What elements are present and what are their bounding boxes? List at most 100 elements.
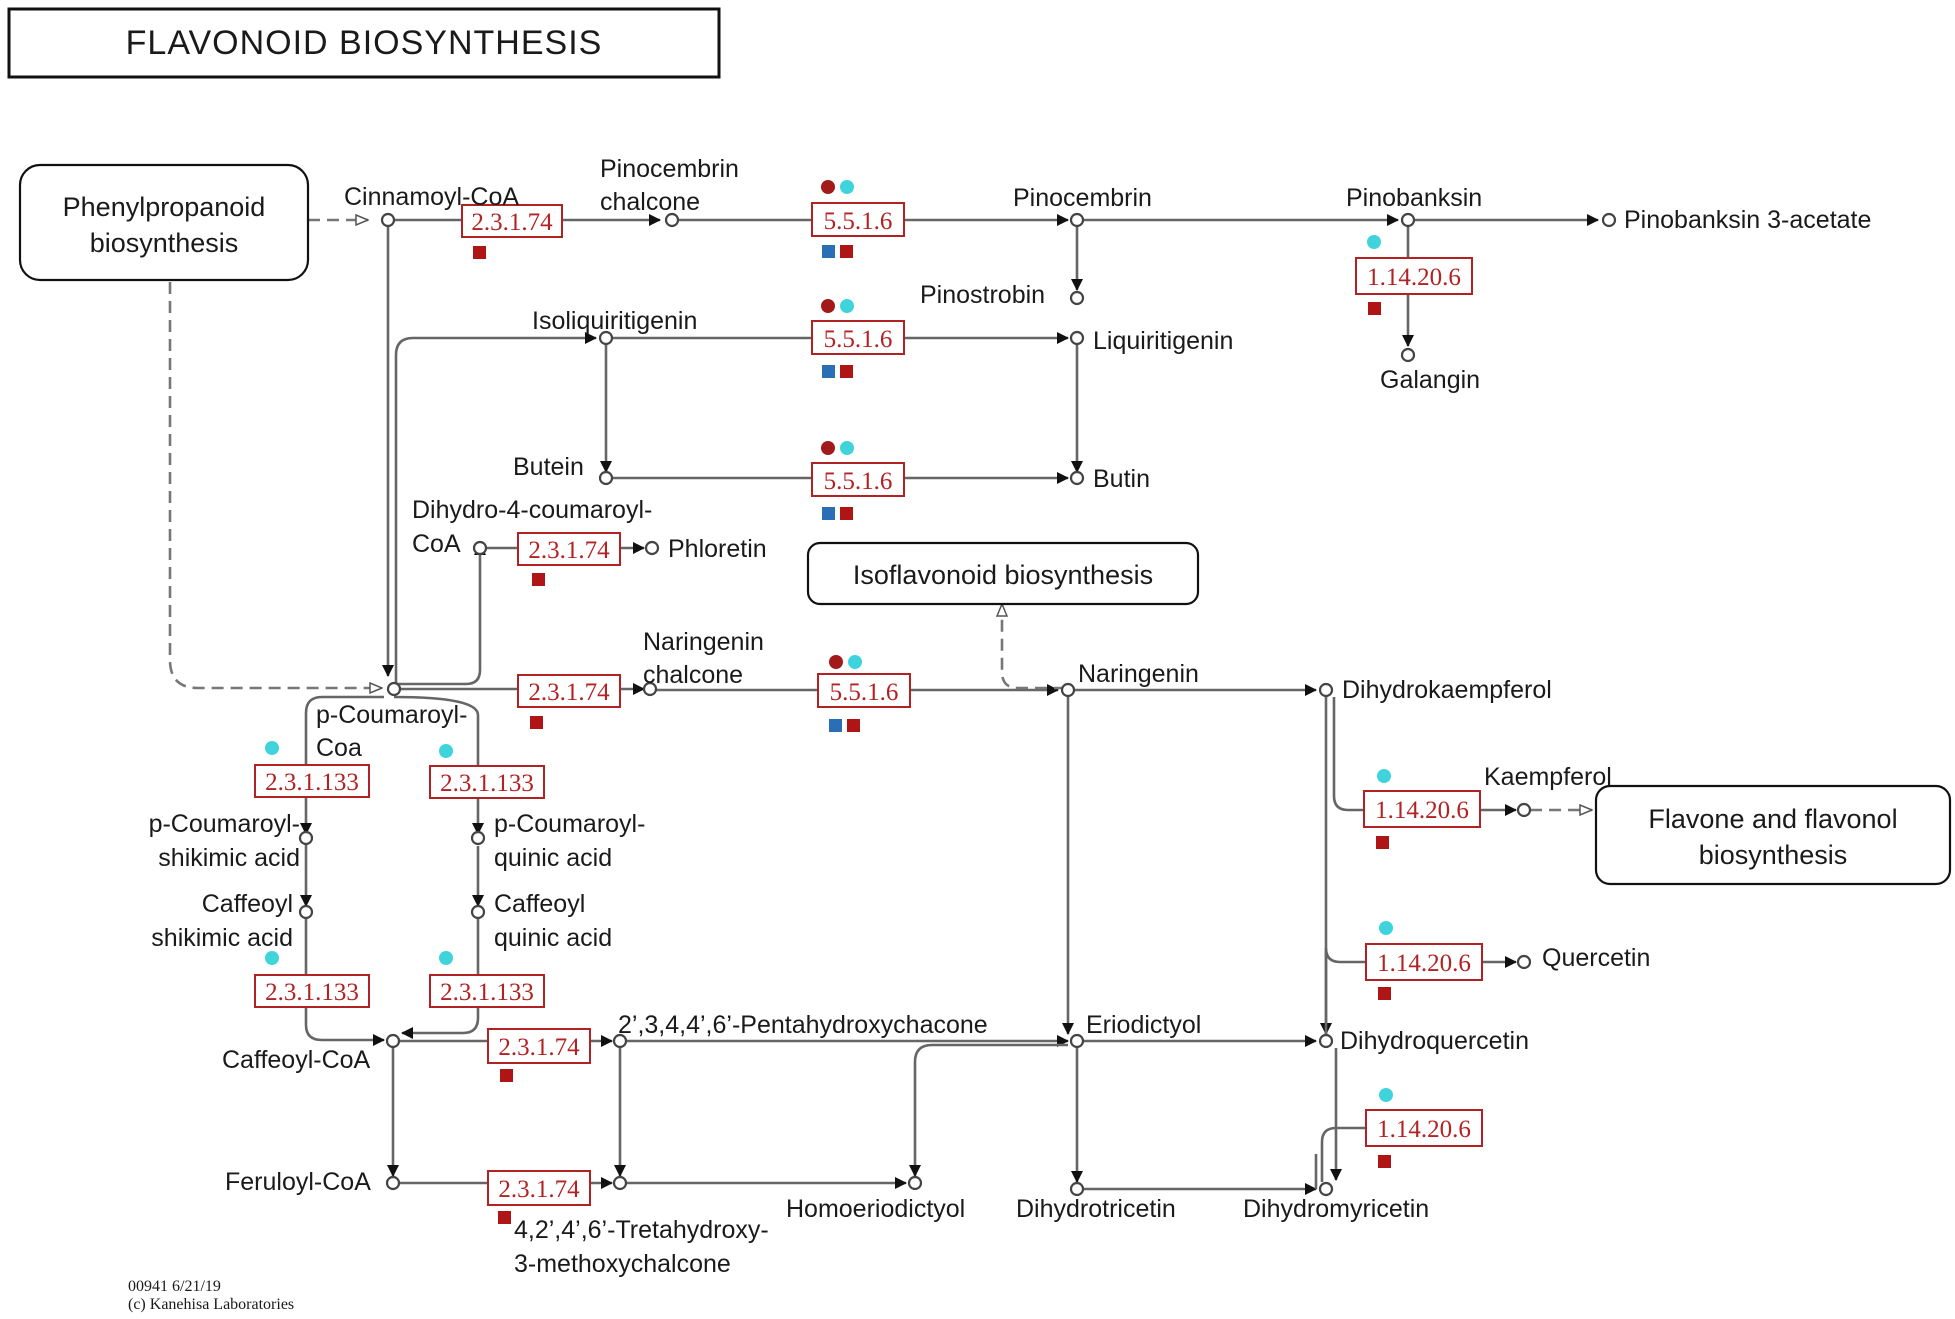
marker-cyan-circle <box>439 744 453 758</box>
marker-cyan-circle <box>265 951 279 965</box>
label-p-coumaroyl-coa-2: Coa <box>316 734 362 762</box>
label-pinostrobin: Pinostrobin <box>920 281 1045 309</box>
enzyme-e6-label: 2.3.1.74 <box>528 537 610 564</box>
label-feruloyl-coa: Feruloyl-CoA <box>225 1168 371 1196</box>
label-isoliquiritigenin: Isoliquiritigenin <box>532 307 697 335</box>
label-butein: Butein <box>513 453 584 481</box>
enzyme-e10[interactable]: 2.3.1.133 <box>429 765 545 799</box>
label-galangin: Galangin <box>1380 366 1480 394</box>
marker-cyan-circle <box>1379 1088 1393 1102</box>
footer-map-id: 00941 6/21/19 <box>128 1278 221 1295</box>
enzyme-e7-label: 2.3.1.74 <box>528 679 610 706</box>
label-cinnamoyl-coa: Cinnamoyl-CoA <box>344 183 519 211</box>
enzyme-e1[interactable]: 2.3.1.74 <box>461 204 563 238</box>
label-pinocembrin-chalcone-1: Pinocembrin <box>600 155 739 183</box>
footer-copyright: (c) Kanehisa Laboratories <box>128 1296 294 1313</box>
label-pinobanksin-3-acetate: Pinobanksin 3-acetate <box>1624 206 1871 234</box>
marker-cyan-circle <box>1377 769 1391 783</box>
enzyme-e4[interactable]: 5.5.1.6 <box>811 320 905 355</box>
label-butin: Butin <box>1093 465 1150 493</box>
marker-cyan-circle <box>439 951 453 965</box>
title-box: FLAVONOID BIOSYNTHESIS <box>7 7 721 79</box>
marker-red-square <box>500 1069 513 1082</box>
marker-red-square <box>530 716 543 729</box>
marker-dark-red-circle <box>821 441 835 455</box>
marker-blue-square <box>822 245 835 258</box>
label-dihydrokaempferol: Dihydrokaempferol <box>1342 676 1552 704</box>
enzyme-e8[interactable]: 5.5.1.6 <box>817 673 911 708</box>
enzyme-e16-label: 1.14.20.6 <box>1377 1116 1471 1143</box>
enzyme-e7[interactable]: 2.3.1.74 <box>517 674 621 708</box>
label-p-coumaroyl-shikimic-2: shikimic acid <box>158 844 300 872</box>
marker-red-square <box>847 719 860 732</box>
enzyme-e3[interactable]: 1.14.20.6 <box>1355 257 1473 295</box>
marker-cyan-circle <box>840 299 854 313</box>
label-dihydroquercetin: Dihydroquercetin <box>1340 1027 1529 1055</box>
enzyme-e6[interactable]: 2.3.1.74 <box>517 532 621 566</box>
marker-red-square <box>1376 836 1389 849</box>
enzyme-e15[interactable]: 2.3.1.74 <box>487 1028 591 1064</box>
marker-red-square <box>498 1211 511 1224</box>
label-dihydromyricetin: Dihydromyricetin <box>1243 1195 1429 1223</box>
marker-red-square <box>840 507 853 520</box>
label-tetrahydroxy-chalcone-1: 4,2’,4’,6’-Tretahydroxy- <box>514 1216 769 1244</box>
footer: 00941 6/21/19 (c) Kanehisa Laboratories <box>128 1278 294 1313</box>
label-naringenin-chalcone-2: chalcone <box>643 661 743 689</box>
enzyme-e11-label: 1.14.20.6 <box>1375 797 1469 824</box>
marker-blue-square <box>822 365 835 378</box>
map-flavone-line2: biosynthesis <box>1699 840 1848 870</box>
enzyme-e13-label: 2.3.1.133 <box>265 979 359 1006</box>
label-naringenin-chalcone-1: Naringenin <box>643 628 764 656</box>
enzyme-e13[interactable]: 2.3.1.133 <box>254 974 370 1008</box>
label-caffeoyl-coa: Caffeoyl-CoA <box>222 1046 371 1074</box>
map-isoflavonoid[interactable]: Isoflavonoid biosynthesis <box>806 541 1200 606</box>
marker-cyan-circle <box>848 655 862 669</box>
enzyme-e5-label: 5.5.1.6 <box>824 468 893 495</box>
marker-cyan-circle <box>840 441 854 455</box>
map-flavone-line1: Flavone and flavonol <box>1648 804 1897 834</box>
label-quercetin: Quercetin <box>1542 944 1650 972</box>
label-naringenin: Naringenin <box>1078 660 1199 688</box>
label-p-coumaroyl-quinic-2: quinic acid <box>494 844 612 872</box>
enzyme-e14-label: 2.3.1.133 <box>440 979 534 1006</box>
enzyme-e14[interactable]: 2.3.1.133 <box>429 974 545 1008</box>
enzyme-e3-label: 1.14.20.6 <box>1367 264 1461 291</box>
enzyme-e10-label: 2.3.1.133 <box>440 770 534 797</box>
label-p-coumaroyl-quinic-1: p-Coumaroyl- <box>494 810 645 838</box>
enzyme-e2[interactable]: 5.5.1.6 <box>811 202 905 237</box>
enzyme-e16[interactable]: 1.14.20.6 <box>1365 1109 1483 1147</box>
enzyme-e12-label: 1.14.20.6 <box>1377 950 1471 977</box>
marker-red-square <box>840 245 853 258</box>
marker-dark-red-circle <box>821 299 835 313</box>
expression-markers <box>265 180 1393 1224</box>
label-homoeriodictyol: Homoeriodictyol <box>786 1195 965 1223</box>
label-liquiritigenin: Liquiritigenin <box>1093 327 1233 355</box>
enzyme-e11[interactable]: 1.14.20.6 <box>1363 790 1481 828</box>
label-p-coumaroyl-shikimic-1: p-Coumaroyl- <box>149 810 300 838</box>
enzyme-e17-label: 2.3.1.74 <box>498 1176 580 1203</box>
marker-blue-square <box>829 719 842 732</box>
enzyme-e5[interactable]: 5.5.1.6 <box>811 462 905 497</box>
map-phenylpropanoid[interactable]: Phenylpropanoid biosynthesis <box>18 163 310 282</box>
map-flavone-flavonol[interactable]: Flavone and flavonol biosynthesis <box>1594 784 1952 886</box>
marker-cyan-circle <box>265 741 279 755</box>
map-phenylpropanoid-line1: Phenylpropanoid <box>63 192 266 222</box>
label-caffeoyl-shikimic-1: Caffeoyl <box>202 890 293 918</box>
marker-red-square <box>840 365 853 378</box>
compound-labels: Cinnamoyl-CoA Pinocembrin chalcone Pinoc… <box>149 155 1872 1278</box>
label-caffeoyl-quinic-1: Caffeoyl <box>494 890 585 918</box>
label-caffeoyl-shikimic-2: shikimic acid <box>151 924 293 952</box>
marker-red-square <box>473 246 486 259</box>
marker-cyan-circle <box>840 180 854 194</box>
enzyme-e9[interactable]: 2.3.1.133 <box>254 764 370 798</box>
enzyme-e12[interactable]: 1.14.20.6 <box>1365 943 1483 981</box>
label-dihydro-coumaroyl-coa-2: CoA <box>412 530 461 558</box>
marker-cyan-circle <box>1379 921 1393 935</box>
label-pinobanksin: Pinobanksin <box>1346 184 1482 212</box>
label-tetrahydroxy-chalcone-2: 3-methoxychalcone <box>514 1250 731 1278</box>
enzyme-e8-label: 5.5.1.6 <box>830 679 899 706</box>
map-phenylpropanoid-line2: biosynthesis <box>90 228 239 258</box>
label-pinocembrin-chalcone-2: chalcone <box>600 188 700 216</box>
enzyme-e9-label: 2.3.1.133 <box>265 769 359 796</box>
enzyme-e17[interactable]: 2.3.1.74 <box>487 1170 591 1206</box>
